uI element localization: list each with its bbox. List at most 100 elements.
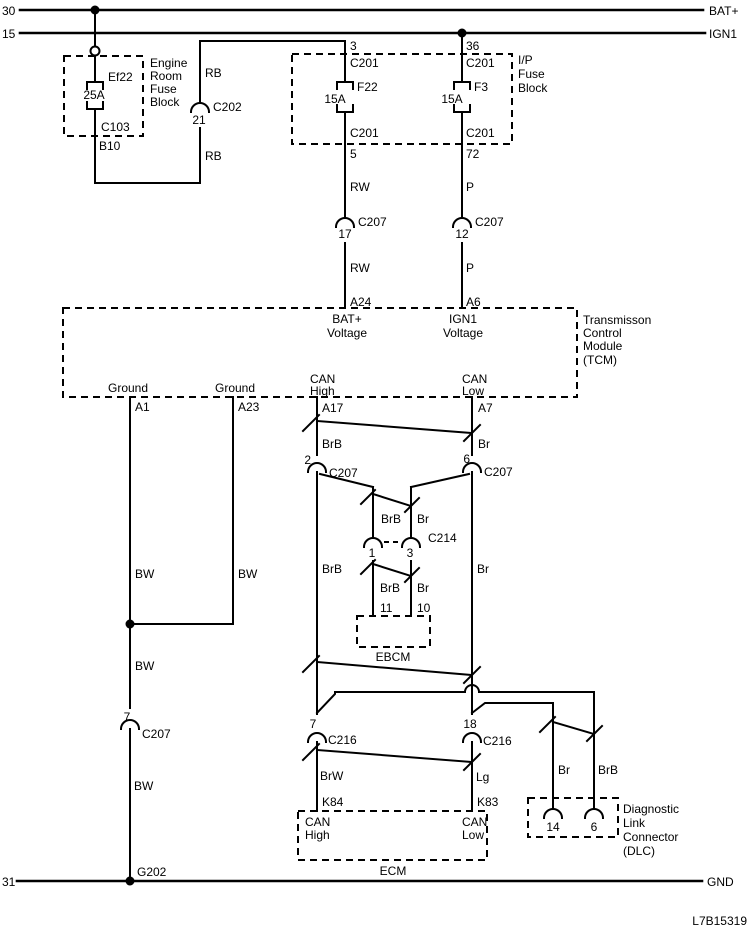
fuse-f22-label: F22 [357, 80, 378, 94]
connector-c216-7-arc [306, 732, 328, 744]
pin-a24-label: A24 [350, 295, 372, 309]
tcm-canl-label-1: CAN [462, 372, 487, 386]
connector-c214-3-arc [400, 537, 422, 549]
wire-color-br-2: Br [417, 512, 429, 526]
bus-31-label: 31 [2, 875, 16, 889]
twisted-pair-mark-5 [551, 720, 596, 736]
ecm-canh-label-2: High [305, 828, 330, 842]
dlc-title-2: Link [623, 816, 646, 830]
wire-color-rb-2: RB [205, 149, 222, 163]
dlc-title-1: Diagnostic [623, 802, 679, 816]
ground-wires: BW BW BW 7 C207 BW G202 [119, 396, 258, 882]
can-bus-lower: BrB Br Br BrB [301, 471, 618, 810]
connector-c207-2-arc [306, 462, 328, 474]
connector-c216-18-arc [461, 732, 483, 744]
connector-c207-6-pin: 6 [463, 452, 470, 466]
c202-link: 21 C202 RB RB [94, 40, 346, 184]
tcm-title-1: Transmisson [583, 313, 651, 327]
wire-color-brb-4: BrB [322, 562, 342, 576]
pin-a7-label: A7 [478, 401, 493, 415]
engine-block-title-1: Engine [150, 56, 188, 70]
can-bus-upper: BrB Br 2 C207 6 C207 [301, 396, 513, 480]
wire-color-bw-3: BW [135, 659, 155, 673]
connector-c207-6-label: C207 [484, 465, 513, 479]
ecm-label: ECM [380, 864, 407, 878]
twisted-pair-hook-1b [462, 423, 482, 443]
wire-dlc-low-drop [470, 702, 554, 810]
tcm-box [62, 307, 578, 398]
dlc-title-3: Connector [623, 830, 678, 844]
wire-color-brb-3: BrB [380, 581, 400, 595]
ecm-canl-label-2: Low [462, 828, 484, 842]
pin-a6-label: A6 [466, 295, 481, 309]
pin-72-label: 72 [466, 147, 480, 161]
tcm-bat-label-1: BAT+ [332, 312, 361, 326]
twisted-pair-hook-6b [462, 752, 482, 772]
wire-color-rw-1: RW [350, 180, 370, 194]
bus-30-label: 30 [2, 4, 16, 18]
pin-a17-label: A17 [322, 401, 344, 415]
connector-c207-7-label: C207 [142, 727, 171, 741]
fuse-ef22-rating: 25A [83, 88, 104, 102]
tcm-bat-label-2: Voltage [327, 326, 367, 340]
dlc-box [527, 797, 619, 838]
wire-color-br-1: Br [478, 437, 490, 451]
tcm-module: Transmisson Control Module (TCM) BAT+ Vo… [62, 307, 651, 415]
connector-c216-7-label: C216 [328, 733, 357, 747]
connector-c214-1-pin: 1 [369, 546, 376, 560]
wire-color-brb-2: BrB [381, 512, 401, 526]
ip-block-title-2: Fuse [518, 67, 545, 81]
pin-a23-label: A23 [238, 400, 260, 414]
tcm-canh-label-2: High [310, 384, 335, 398]
connector-c207-12-pin: 12 [455, 227, 469, 241]
ebcm-box [356, 615, 431, 648]
connector-c201-bot-right: C201 [466, 126, 495, 140]
twisted-pair-mark-6 [315, 748, 474, 764]
connector-dlc-6-pin: 6 [591, 820, 598, 834]
engine-block-title-3: Fuse [150, 82, 177, 96]
diagram-code: L7B15319 [692, 914, 747, 927]
tcm-canh-label-1: CAN [310, 372, 335, 386]
engine-block-title-2: Room [150, 69, 182, 83]
connector-dlc-14-arc [542, 808, 564, 820]
connector-dlc-6-arc [583, 808, 605, 820]
connector-c214-1-arc [362, 537, 384, 549]
connector-c207-2-pin: 2 [304, 453, 311, 467]
connector-c201-top-left: C201 [350, 56, 379, 70]
twisted-pair-hook-2a [359, 488, 377, 506]
pin-5-label: 5 [350, 147, 357, 161]
pin-3-label: 3 [350, 39, 357, 53]
terminal-circle [89, 45, 101, 57]
twisted-pair-hook-4b [462, 665, 482, 685]
junction-dot-bw [125, 619, 135, 629]
wire-color-bw-1: BW [135, 567, 155, 581]
fuse-f3-label: F3 [474, 80, 488, 94]
connector-c201-top-right: C201 [466, 56, 495, 70]
twisted-pair-hook-5a [538, 715, 557, 734]
pin-36-label: 36 [466, 39, 480, 53]
wire-color-bw-4: BW [134, 779, 154, 793]
dlc-title-4: (DLC) [623, 844, 655, 858]
fuse-f3-bottom-bracket [453, 104, 471, 113]
connector-c201-bot-left: C201 [350, 126, 379, 140]
fuse-f3-top-bracket [453, 81, 471, 90]
fuse-f22-top-bracket [336, 81, 354, 90]
tcm-ground2-label: Ground [215, 381, 255, 395]
twisted-pair-hook-4a [301, 654, 321, 674]
tcm-ground1-label: Ground [108, 381, 148, 395]
ip-block-title-3: Block [518, 81, 548, 95]
connector-c207-12-label: C207 [475, 215, 504, 229]
tcm-ign-label-1: IGN1 [449, 312, 477, 326]
wire-color-brw: BrW [320, 769, 344, 783]
pin-a1-label: A1 [135, 400, 150, 414]
twisted-pair-mark-2 [371, 492, 413, 508]
wire-branch-high-diag [318, 472, 375, 489]
connector-c207-7-pin: 7 [124, 710, 131, 724]
connector-c207-6-arc [461, 462, 483, 474]
ebcm-label: EBCM [376, 650, 411, 664]
ecm-canh-label-1: CAN [305, 815, 330, 829]
twisted-pair-mark-3 [371, 562, 413, 578]
twisted-pair-mark-4 [315, 660, 474, 677]
ecm-section: 7 C216 18 C216 BrW Lg K84 K83 CAN High C… [297, 717, 512, 878]
ecm-canl-label-1: CAN [462, 815, 487, 829]
